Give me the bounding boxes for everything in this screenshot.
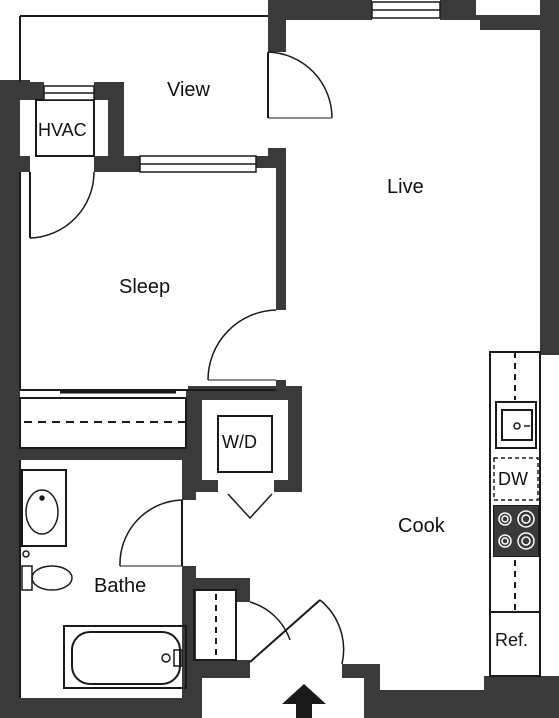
toilet-icon [21, 565, 73, 591]
wall-entry-bottom-left [186, 660, 250, 678]
wall-wd-top [188, 386, 300, 400]
partitions [19, 15, 541, 698]
room-label-ref: Ref. [495, 630, 529, 650]
room-label-live: Live [387, 176, 424, 198]
wall-left [0, 80, 20, 718]
wall-sleep-live-base [276, 380, 286, 390]
room-label-bathe: Bathe [94, 575, 147, 597]
wall-wd-bottom-right [274, 480, 302, 492]
wall-view-bottom-right [256, 156, 286, 168]
wall-sleep-live [276, 148, 286, 310]
entry-arrow-icon [282, 684, 326, 718]
wall-hvac-top [20, 82, 44, 100]
wall-top-left-stub [0, 80, 30, 84]
wall-right-step [540, 0, 559, 30]
lavatory-icon [25, 489, 59, 535]
doors [29, 51, 345, 665]
wall-bath-right [182, 448, 196, 500]
wall-right-upper [540, 15, 559, 355]
wall-entry-bottom-lowerleft [186, 676, 202, 718]
wall-wd-right [288, 386, 302, 492]
bathtub-icon [161, 649, 183, 667]
wall-hvac-bottom-left [20, 156, 30, 172]
fixtures [21, 422, 538, 667]
wall-bottom-left [0, 698, 188, 718]
wall-view-live [268, 0, 286, 52]
wall-entry-right-top [236, 578, 250, 602]
wall-top-live [268, 0, 372, 20]
room-label-sleep: Sleep [119, 276, 171, 298]
wall-hvac-right [108, 82, 124, 162]
sink-icon [513, 422, 530, 430]
room-label-hvac: HVAC [38, 120, 87, 140]
wall-bath-top [20, 448, 196, 460]
room-label-view: View [167, 79, 210, 101]
wall-bottom-right-step [484, 676, 559, 718]
room-label-wd: W/D [222, 432, 257, 452]
room-label-dw: DW [498, 469, 528, 489]
wall-top-right [480, 15, 559, 30]
windows [43, 1, 441, 173]
room-label-cook: Cook [398, 515, 445, 537]
cooktop-icon [494, 506, 538, 556]
wall-top-right-corner [476, 0, 559, 15]
wall-entry-left [186, 578, 250, 590]
wall-top-live-right [440, 0, 480, 20]
wall-hvac-bottom [94, 156, 140, 172]
